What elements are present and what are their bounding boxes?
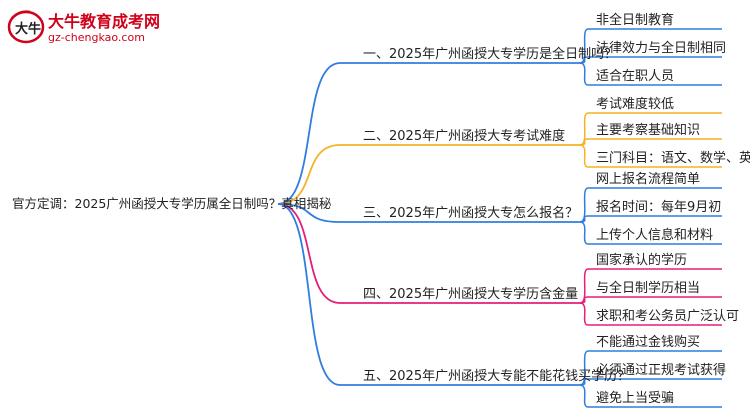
child-link-2-1 bbox=[579, 112, 589, 146]
child-label-5-2: 必须通过正规考试获得 bbox=[596, 362, 726, 378]
child-link-2-3 bbox=[579, 144, 589, 168]
mind-map-links bbox=[277, 28, 722, 408]
branch-link-5 bbox=[277, 203, 341, 386]
root-topic: 官方定调：2025广州函授大专学历属全日制吗？真相揭秘 bbox=[12, 196, 332, 211]
child-link-5-1 bbox=[579, 350, 589, 386]
child-label-4-2: 与全日制学历相当 bbox=[596, 280, 700, 296]
logo-mark-icon: 大牛 bbox=[7, 10, 45, 44]
child-label-1-3: 适合在职人员 bbox=[596, 69, 674, 84]
child-link-4-3 bbox=[579, 302, 589, 326]
child-link-1-1 bbox=[579, 28, 589, 64]
child-label-4-3: 求职和考公务员广泛认可 bbox=[596, 308, 739, 324]
child-label-4-1: 国家承认的学历 bbox=[596, 252, 687, 268]
child-label-2-1: 考试难度较低 bbox=[596, 96, 674, 112]
branch-link-3 bbox=[277, 203, 341, 223]
site-logo: 大牛 大牛教育成考网 gz-chengkao.com bbox=[4, 2, 174, 52]
child-label-1-1: 非全日制教育 bbox=[596, 12, 674, 28]
branch-label-2: 二、2025年广州函授大专考试难度 bbox=[363, 128, 565, 144]
logo-url: gz-chengkao.com bbox=[48, 31, 145, 44]
child-link-1-3 bbox=[579, 62, 589, 86]
child-label-2-2: 主要考察基础知识 bbox=[596, 122, 700, 138]
logo-mark-text: 大牛 bbox=[15, 21, 41, 37]
branch-link-1 bbox=[277, 62, 341, 205]
branch-link-4 bbox=[277, 203, 341, 304]
child-label-2-3: 三门科目：语文、数学、英语 bbox=[596, 150, 750, 166]
child-link-3-1 bbox=[579, 187, 589, 223]
branch-link-2 bbox=[277, 144, 341, 205]
branch-label-5: 五、2025年广州函授大专能不能花钱买学历？ bbox=[363, 368, 630, 384]
branch-label-4: 四、2025年广州函授大专学历含金量 bbox=[363, 286, 578, 302]
branch-label-3: 三、2025年广州函授大专怎么报名？ bbox=[363, 205, 578, 221]
mind-map-nodes: 一、2025年广州函授大专学历是全日制吗？ 非全日制教育法律效力与全日制相同适合在… bbox=[363, 12, 750, 406]
child-label-1-2: 法律效力与全日制相同 bbox=[596, 40, 726, 56]
logo-title: 大牛教育成考网 bbox=[48, 12, 161, 31]
child-label-5-1: 不能通过金钱购买 bbox=[596, 334, 700, 350]
child-label-3-2: 报名时间：每年9月初 bbox=[596, 199, 721, 215]
child-link-5-3 bbox=[579, 384, 589, 408]
child-label-3-3: 上传个人信息和材料 bbox=[596, 227, 713, 243]
branch-label-1: 一、2025年广州函授大专学历是全日制吗？ bbox=[363, 46, 617, 62]
child-label-5-3: 避免上当受骗 bbox=[596, 391, 674, 406]
child-link-3-3 bbox=[579, 221, 589, 245]
child-link-4-1 bbox=[579, 268, 589, 304]
child-label-3-1: 网上报名流程简单 bbox=[596, 171, 700, 187]
